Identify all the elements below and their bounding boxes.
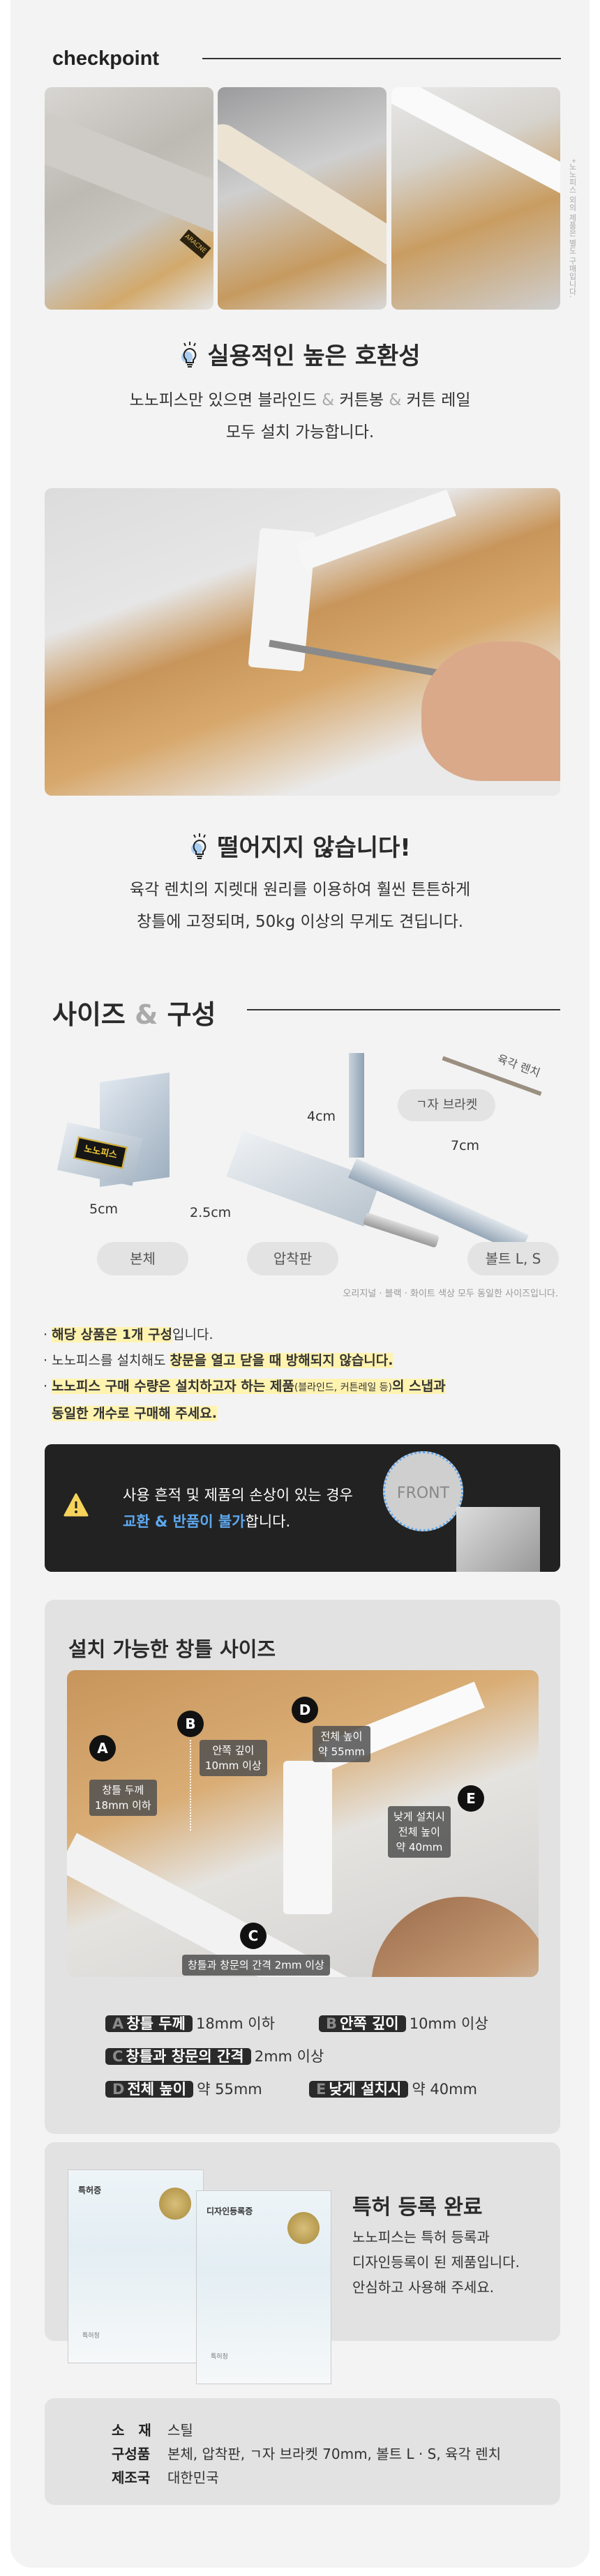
compat-desc: 노노피스만 있으면 블라인드 & 커튼봉 & 커튼 레일 모두 설치 가능합니다…: [129, 391, 471, 441]
lightbulb-icon: [179, 342, 207, 370]
photo-curtain-rod: [218, 87, 387, 310]
divider: [247, 1009, 560, 1010]
content-panel: [10, 0, 590, 2568]
label-bracket: ㄱ자 브라켓: [398, 1089, 495, 1121]
bracket-part-image: [349, 1053, 364, 1158]
callout-c: 창틀과 창문의 간격 2mm 이상: [182, 1955, 330, 1976]
label-plate: 압착판: [247, 1242, 338, 1275]
size-note: 오리지널 · 블랙 · 화이트 색상 모두 동일한 사이즈입니다.: [343, 1289, 558, 1299]
window-size-title: 설치 가능한 창틀 사이즈: [68, 1637, 276, 1661]
photo-curtain-rail: [391, 87, 560, 310]
divider: [202, 58, 561, 59]
dim-height: 4cm: [307, 1109, 336, 1124]
blind-brand-label: ARACNE: [179, 229, 211, 259]
seal-icon: [159, 2188, 191, 2220]
lightbulb-icon: [189, 833, 217, 862]
dim-depth: 2.5cm: [190, 1205, 232, 1220]
notice-item: · 해당 상품은 1개 구성입니다.: [43, 1327, 213, 1342]
side-note: *노노피스 외의 제품은 별도 구매입니다.: [568, 159, 577, 298]
bracket-image: [456, 1507, 540, 1572]
badge-e: E: [458, 1785, 484, 1812]
checkpoint-title: checkpoint: [52, 47, 160, 70]
notice-list: · 해당 상품은 1개 구성입니다. · 노노피스를 설치해도 창문을 열고 닫…: [43, 1322, 446, 1427]
label-bolt: 볼트 L, S: [467, 1242, 559, 1275]
measure-line-b: [190, 1740, 191, 1831]
label-body: 본체: [97, 1242, 188, 1275]
patent-title: 특허 등록 완료: [352, 2195, 483, 2220]
notice-item: · 노노피스를 설치해도 창문을 열고 닫을 때 방해되지 않습니다.: [43, 1353, 393, 1368]
badge-c: C: [240, 1923, 267, 1949]
warning-icon: [63, 1493, 89, 1520]
compat-heading: 실용적인 높은 호환성: [0, 337, 600, 371]
photo-wrench-install: [45, 488, 560, 796]
dim-length: 7cm: [451, 1138, 480, 1153]
compat-title: 실용적인 높은 호환성: [207, 342, 421, 370]
badge-d: D: [292, 1697, 318, 1723]
seal-icon: [287, 2212, 320, 2244]
photo-blind: ARACNE: [45, 87, 213, 310]
notice-item: · 노노피스 구매 수량은 설치하고자 하는 제품(블라인드, 커튼레일 등)의…: [43, 1379, 446, 1421]
nofall-desc: 육각 렌치의 지렛대 원리를 이용하여 훨씬 튼튼하게 창틀에 고정되며, 50…: [129, 881, 471, 931]
badge-b: B: [177, 1711, 204, 1737]
nofall-title: 떨어지지 않습니다!: [217, 834, 411, 862]
warning-banner: 사용 흔적 및 제품의 손상이 있는 경우 교환 & 반품이 불가합니다. FR…: [45, 1444, 560, 1572]
nofall-heading: 떨어지지 않습니다!: [0, 828, 600, 863]
spec-card: [45, 2398, 560, 2505]
warning-text: 사용 흔적 및 제품의 손상이 있는 경우 교환 & 반품이 불가합니다.: [123, 1487, 353, 1530]
design-certificate: 디자인등록증 특허청: [196, 2190, 331, 2384]
dim-width: 5cm: [89, 1202, 119, 1217]
patent-certificate: 특허증 특허청: [68, 2169, 204, 2363]
badge-a: A: [89, 1735, 116, 1761]
body-part-image: 노노피스: [57, 1072, 201, 1213]
size-section-title: 사이즈 & 구성: [52, 999, 216, 1030]
front-stamp-zoom: FRONT: [383, 1451, 463, 1531]
